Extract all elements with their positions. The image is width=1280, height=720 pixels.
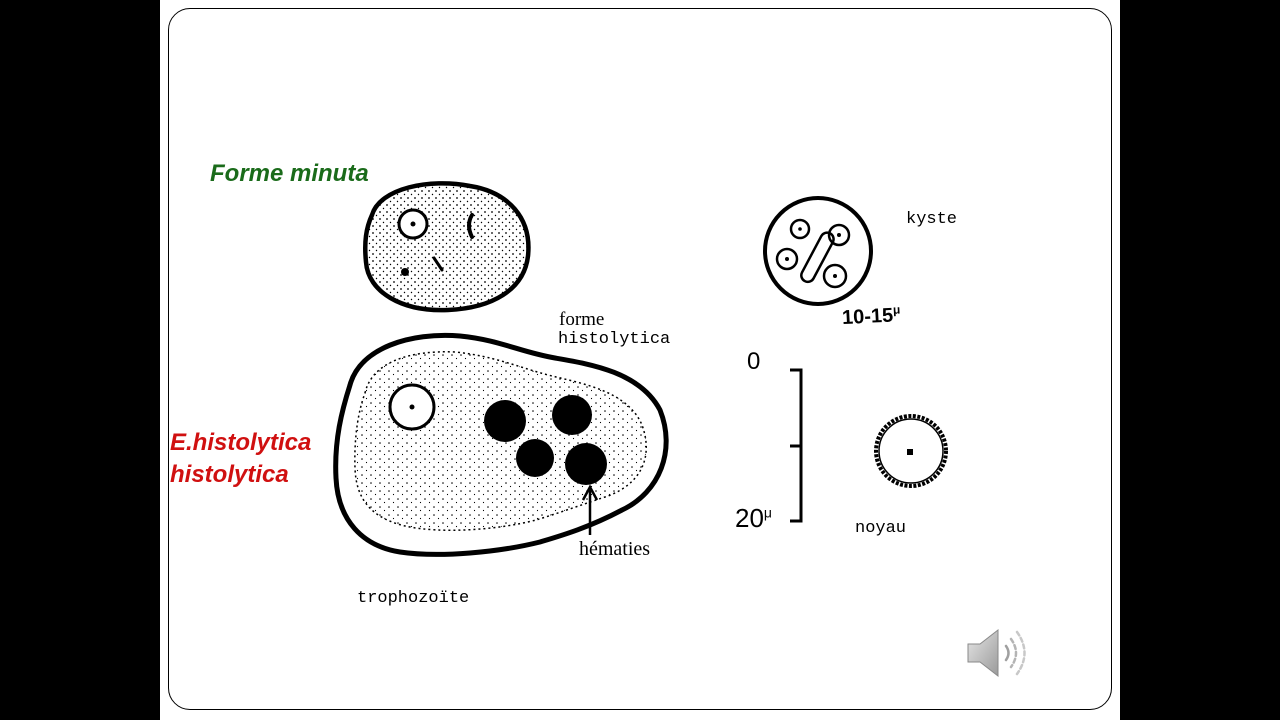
- slide: [160, 0, 1120, 720]
- slide-frame: [168, 8, 1112, 710]
- scale-bottom-value: 20: [735, 503, 764, 533]
- speaker-icon[interactable]: [962, 622, 1032, 684]
- forme-label: forme: [559, 309, 605, 330]
- histolytica-label: histolytica: [558, 330, 671, 349]
- forme-minuta-title: Forme minuta: [210, 160, 369, 187]
- histolytica-title-line2: histolytica: [170, 461, 289, 488]
- kyste-label: kyste: [906, 210, 958, 229]
- forme-minuta-cell: [363, 181, 531, 313]
- trophozoite-label: trophozoïte: [357, 589, 470, 608]
- histolytica-title: E.histolytica histolytica: [170, 427, 311, 491]
- scale-bar: [790, 368, 803, 523]
- noyau-label: noyau: [855, 519, 907, 538]
- scale-top-label: 0: [747, 348, 761, 375]
- kyste-size-unit: μ: [892, 302, 901, 317]
- kyste-cell: [763, 196, 873, 306]
- noyau-cell: [874, 414, 948, 488]
- scale-bottom-unit: μ: [763, 504, 772, 521]
- kyste-size-label: 10-15μ: [841, 302, 901, 330]
- histolytica-title-line1: E.histolytica: [170, 429, 312, 456]
- scale-bottom-label: 20μ: [735, 505, 772, 531]
- kyste-size-value: 10-15: [841, 304, 894, 330]
- hematies-label: hématies: [579, 538, 651, 560]
- trophozoite-cell: [333, 332, 669, 557]
